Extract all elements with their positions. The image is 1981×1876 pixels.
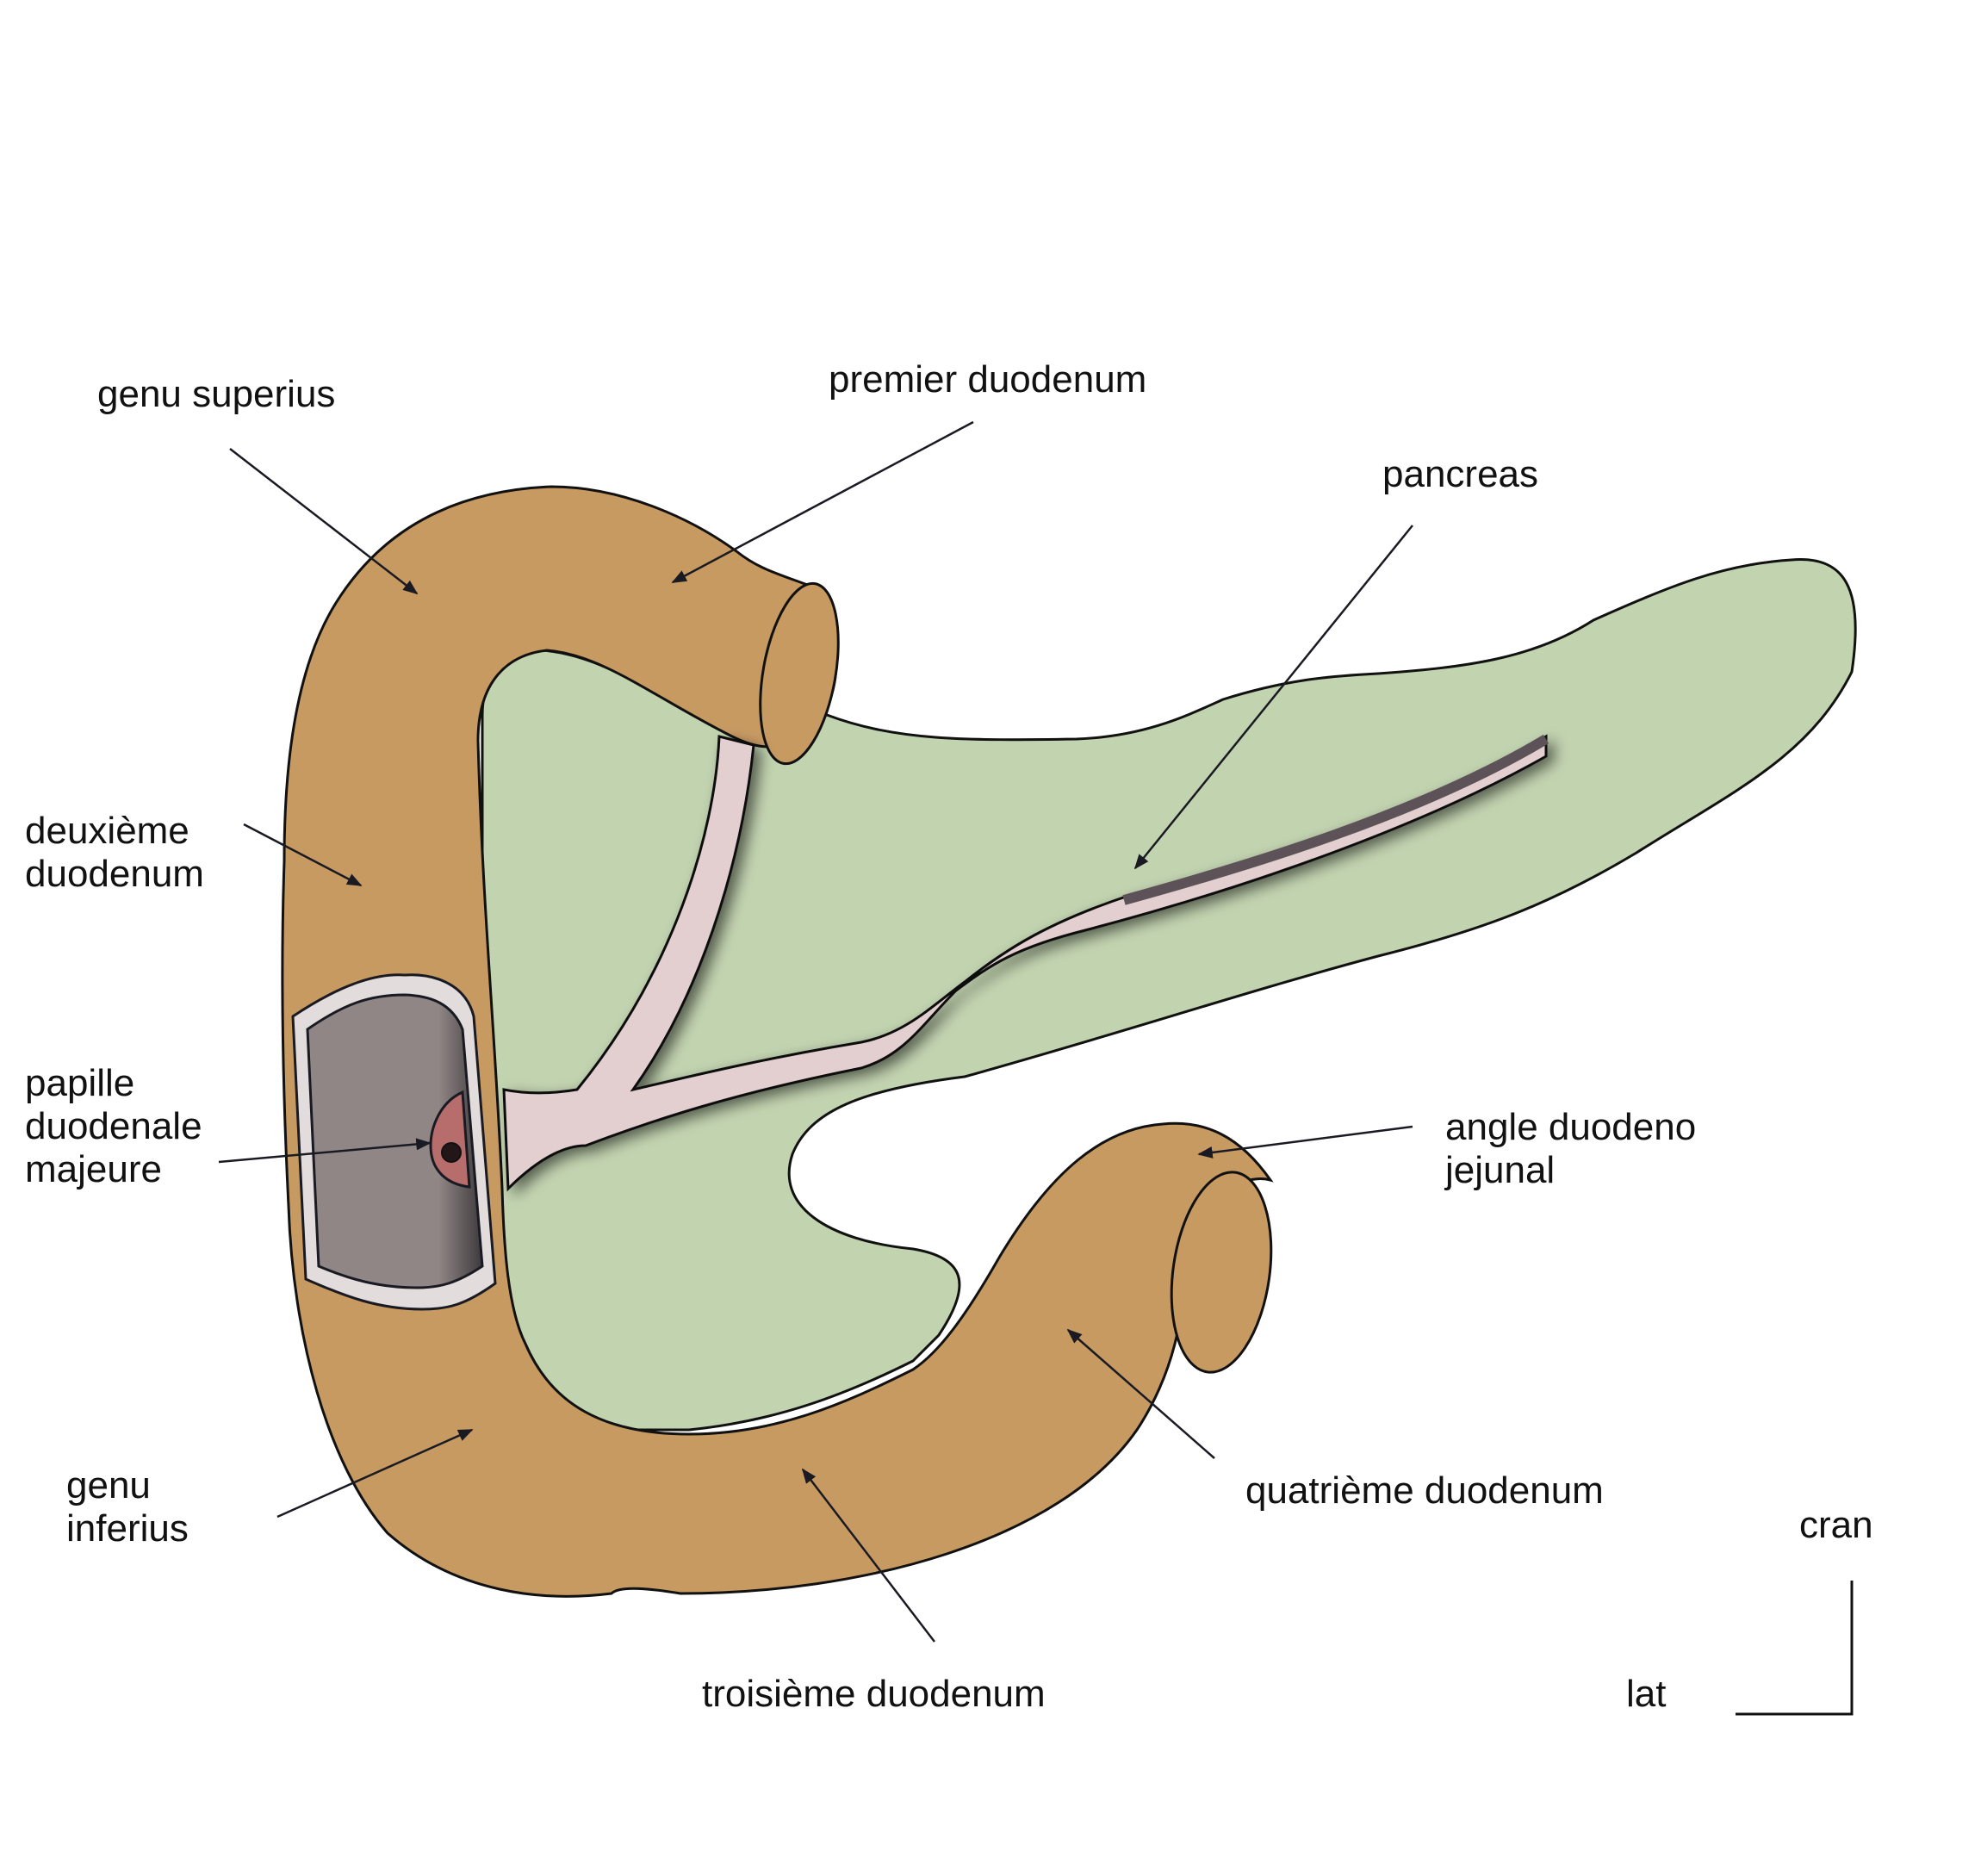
- label-quatrieme-duodenum: quatrième duodenum: [1245, 1469, 1604, 1512]
- pancreatic-duct: [1122, 734, 1549, 905]
- label-genu-inferius-line2: inferius: [66, 1507, 189, 1550]
- label-genu-inferius: genu inferius: [66, 1464, 189, 1550]
- label-angle-line2: jejunal: [1445, 1149, 1556, 1191]
- label-genu-superius: genu superius: [97, 373, 336, 415]
- leader-quatrieme: [1066, 1328, 1215, 1459]
- label-papille-line2: duodenale: [25, 1105, 202, 1147]
- label-angle-duodeno-jejunal: angle duodeno jejunal: [1445, 1106, 1696, 1192]
- label-pancreas: pancreas: [1382, 453, 1539, 495]
- label-premier-duodenum: premier duodenum: [829, 358, 1147, 401]
- leader-premier-duodenum: [671, 420, 974, 584]
- duodenum-bulb-opening: [759, 581, 840, 766]
- leader-genu-inferius: [276, 1428, 474, 1519]
- duodenal-lumen: [306, 993, 484, 1289]
- label-genu-inferius-line1: genu: [66, 1464, 151, 1506]
- label-papille-duodenale-majeure: papille duodenale majeure: [25, 1062, 202, 1191]
- label-deuxieme-duodenum: deuxième duodenum: [25, 810, 204, 896]
- label-papille-line1: papille: [25, 1062, 135, 1104]
- label-orientation-lat: lat: [1626, 1673, 1667, 1715]
- leader-genu-superius: [229, 448, 419, 595]
- leader-papille: [218, 1138, 432, 1164]
- label-papille-line3: majeure: [25, 1148, 162, 1190]
- leader-angle: [1197, 1125, 1413, 1159]
- pancreas-shape: [481, 558, 1857, 1432]
- label-deuxieme-line1: deuxième: [25, 810, 189, 852]
- label-troisieme-duodenum: troisième duodenum: [702, 1673, 1046, 1715]
- papilla-orifice: [441, 1142, 462, 1163]
- leader-pancreas: [1133, 525, 1413, 870]
- jejunal-opening: [1170, 1171, 1273, 1374]
- leader-deuxieme-duodenum: [243, 823, 363, 887]
- label-orientation-cran: cran: [1799, 1504, 1873, 1546]
- label-angle-line1: angle duodeno: [1445, 1106, 1697, 1148]
- orientation-axes: [1736, 1581, 1854, 1716]
- label-deuxieme-line2: duodenum: [25, 853, 204, 895]
- leader-troisieme: [801, 1468, 935, 1643]
